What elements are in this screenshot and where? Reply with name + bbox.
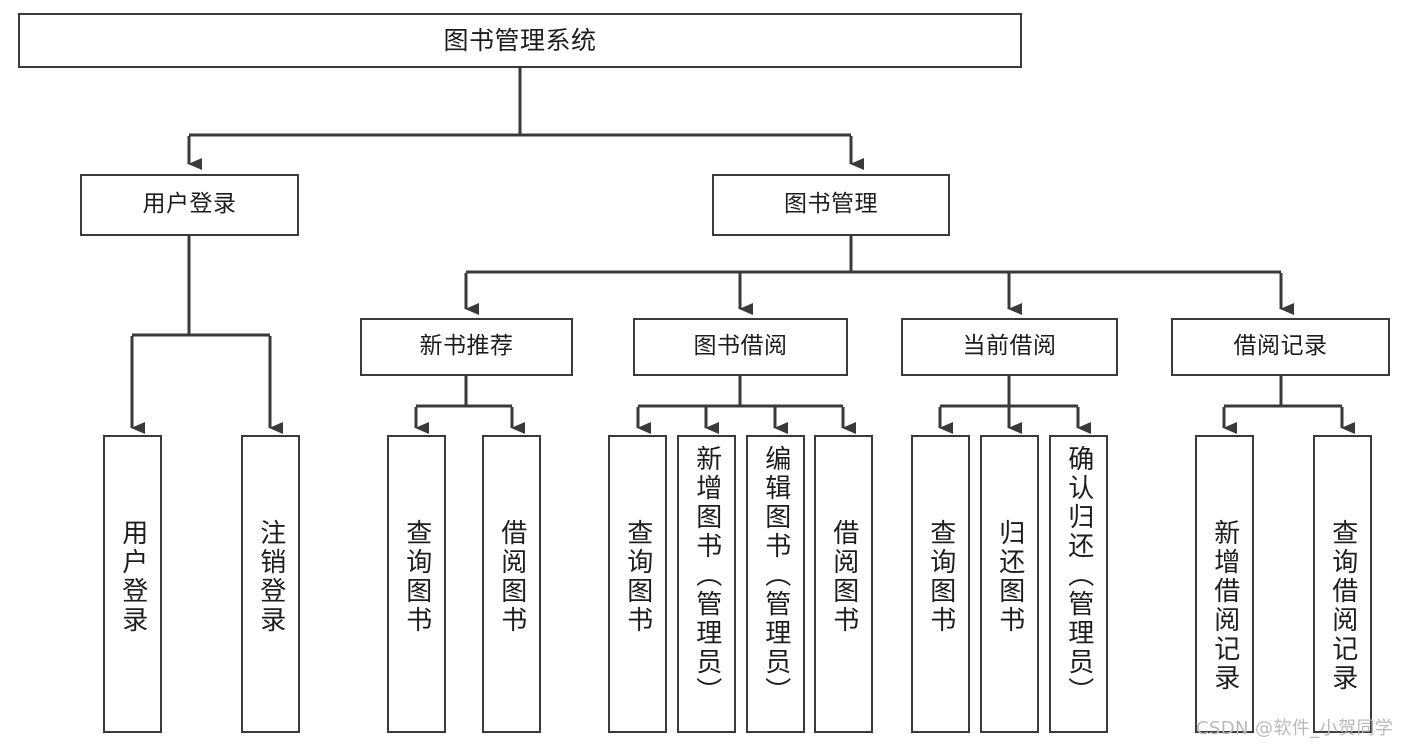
leaf-user-logout[interactable]: 注销登录 [241,435,300,733]
node-book-borrow[interactable]: 图书借阅 [633,318,848,376]
node-label: 归还图书 [994,519,1025,635]
leaf-query-borrow-record[interactable]: 查询借阅记录 [1313,435,1372,733]
leaf-return-book[interactable]: 归还图书 [980,435,1039,733]
node-label: 编辑图书（管理员） [760,445,791,706]
node-label: 图书管理系统 [443,25,597,55]
leaf-borrow-book[interactable]: 借阅图书 [814,435,873,733]
leaf-confirm-return-admin[interactable]: 确认归还（管理员） [1049,435,1108,733]
node-root-system[interactable]: 图书管理系统 [18,13,1022,68]
node-book-management[interactable]: 图书管理 [712,174,950,236]
watermark-text: CSDN @软件_小贺同学 [1196,718,1394,739]
node-borrow-record[interactable]: 借阅记录 [1171,318,1390,376]
node-new-book-recommend[interactable]: 新书推荐 [360,318,573,376]
node-label: 新书推荐 [419,333,514,360]
node-label: 借阅记录 [1233,333,1328,360]
node-label: 用户登录 [142,191,237,218]
node-label: 当前借阅 [962,333,1057,360]
node-label: 借阅图书 [496,519,527,635]
node-label: 借阅图书 [828,519,859,635]
leaf-add-borrow-record[interactable]: 新增借阅记录 [1195,435,1254,733]
leaf-query-book-borrow[interactable]: 查询图书 [608,435,667,733]
node-label: 新增图书（管理员） [691,445,722,706]
node-label: 查询借阅记录 [1327,519,1358,693]
leaf-query-book-current[interactable]: 查询图书 [911,435,970,733]
leaf-user-login[interactable]: 用户登录 [103,435,162,733]
node-label: 查询图书 [925,519,956,635]
node-label: 注销登录 [255,519,286,635]
node-label: 图书管理 [784,191,878,218]
node-label: 查询图书 [622,519,653,635]
leaf-query-book-recommend[interactable]: 查询图书 [387,435,446,733]
node-user-login[interactable]: 用户登录 [80,174,299,236]
node-label: 查询图书 [401,519,432,635]
leaf-borrow-book-recommend[interactable]: 借阅图书 [482,435,541,733]
leaf-add-book-admin[interactable]: 新增图书（管理员） [677,435,736,733]
node-label: 新增借阅记录 [1209,519,1240,693]
node-label: 用户登录 [117,519,148,635]
node-label: 图书借阅 [693,333,788,360]
node-label: 确认归还（管理员） [1063,445,1094,706]
node-current-borrow[interactable]: 当前借阅 [901,318,1118,376]
leaf-edit-book-admin[interactable]: 编辑图书（管理员） [746,435,805,733]
